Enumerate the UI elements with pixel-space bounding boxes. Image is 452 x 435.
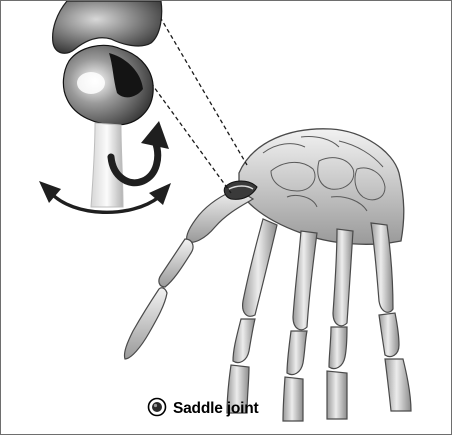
thumb-proximal-phalanx (159, 239, 193, 287)
caption-label: Saddle joint (173, 400, 258, 418)
figure-caption: Saddle joint (147, 397, 258, 421)
magnification-lines (151, 5, 247, 193)
thumb-distal-phalanx (124, 288, 167, 359)
ring-finger (327, 229, 353, 419)
metacarpal-shaft (91, 123, 123, 207)
hand-skeleton (124, 129, 411, 421)
circled-dot-icon (147, 397, 167, 422)
middle-finger (283, 231, 317, 421)
little-finger (371, 223, 411, 411)
enlarged-saddle-joint (39, 1, 171, 212)
index-finger (227, 219, 277, 413)
